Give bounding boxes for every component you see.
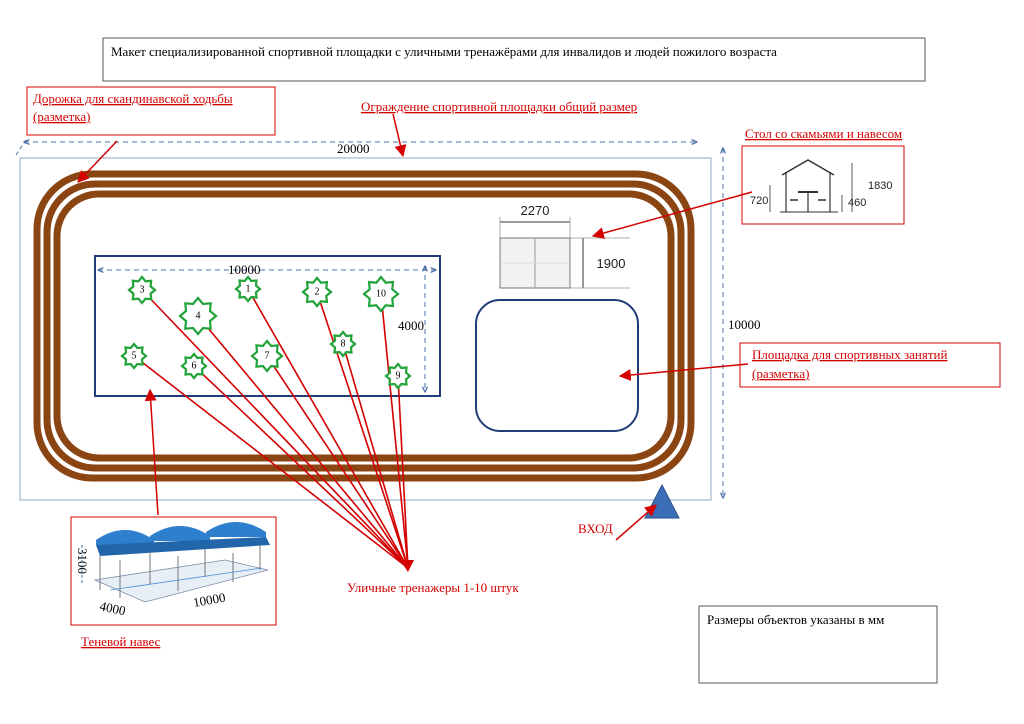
trainer-pointer-lines xyxy=(133,288,414,572)
trainer-number-5: 5 xyxy=(132,350,137,361)
zone-width-value: 10000 xyxy=(228,262,261,277)
table-depth-value: 1900 xyxy=(597,256,626,271)
trainer-number-10: 10 xyxy=(376,288,386,299)
page-title: Макет специализированной спортивной площ… xyxy=(111,44,777,59)
trainer-number-4: 4 xyxy=(196,310,201,321)
trainer-star-5 xyxy=(120,342,148,370)
entrance-label: ВХОД xyxy=(578,521,613,536)
trainer-number-8: 8 xyxy=(341,338,346,349)
title-box xyxy=(102,37,926,82)
sports-area xyxy=(475,299,639,432)
trainer-pointer-line-7 xyxy=(266,355,409,569)
table-inset-bench-height-value: 460 xyxy=(848,197,866,209)
trainer-number-2: 2 xyxy=(315,286,320,297)
table-label-arrow xyxy=(591,191,753,239)
trainer-pointer-line-2 xyxy=(316,291,409,569)
fence-label-arrow xyxy=(392,113,407,158)
table-width-value: 2270 xyxy=(521,203,550,218)
fence-corner-dash xyxy=(15,139,27,156)
sports-area-label-line1: Площадка для спортивных занятий xyxy=(752,347,947,362)
canopy-width-value: 4000 xyxy=(98,598,127,618)
trainer-pointer-line-10 xyxy=(380,293,409,569)
walking-path-arrow xyxy=(77,140,118,183)
trainer-star-3 xyxy=(127,275,157,305)
walking-path-label-line2: (разметка) xyxy=(33,109,90,124)
trainer-number-3: 3 xyxy=(140,284,145,295)
entrance-arrow xyxy=(615,504,657,541)
fence-height-value: 10000 xyxy=(728,317,761,332)
trainer-pointer-arrowhead xyxy=(400,560,414,572)
walking-path-label-box xyxy=(26,86,276,136)
sports-area-label-line2: (разметка) xyxy=(752,366,809,381)
shade-canopy-label: Теневой навес xyxy=(81,634,161,649)
trainer-number-6: 6 xyxy=(192,360,197,371)
sports-area-arrow xyxy=(618,363,749,381)
fence-width-value: 20000 xyxy=(337,141,370,156)
table-inset-box xyxy=(741,145,905,225)
trainer-star-10 xyxy=(362,275,400,313)
sports-area-label-box xyxy=(739,342,1001,388)
trainer-star-4 xyxy=(178,296,218,336)
trainer-star-7 xyxy=(250,339,284,373)
walking-path-label-line1: Дорожка для скандинавской ходьбы xyxy=(33,91,233,106)
shade-canopy-arrow xyxy=(144,388,159,516)
trainer-pointer-line-3 xyxy=(141,289,409,569)
trainer-pointer-line-1 xyxy=(247,288,409,569)
shade-canopy-illustration xyxy=(93,522,270,603)
units-note: Размеры объектов указаны в мм xyxy=(707,612,884,627)
trainer-star-9 xyxy=(384,362,412,390)
table-inset-height-value: 1830 xyxy=(868,180,892,192)
trainer-pointer-line-8 xyxy=(342,343,409,569)
trainers-label: Уличные тренажеры 1-10 штук xyxy=(347,580,519,595)
canopy-length-value: 10000 xyxy=(192,590,227,610)
trainer-pointer-line-5 xyxy=(133,355,409,569)
trainer-star-2 xyxy=(301,276,333,308)
trainer-star-8 xyxy=(329,330,357,358)
trainer-markers: 1 2 3 4 5 6 7 8 9 10 xyxy=(120,275,412,390)
trainer-pointer-line-9 xyxy=(397,375,409,569)
trainer-number-9: 9 xyxy=(396,370,401,381)
trainer-star-6 xyxy=(180,352,208,380)
trainer-star-1 xyxy=(234,275,262,303)
trainer-pointer-line-6 xyxy=(193,365,409,569)
table-benches-label: Стол со скамьями и навесом xyxy=(745,126,902,141)
units-note-box xyxy=(698,605,938,684)
fence-total-label: Ограждение спортивной площадки общий раз… xyxy=(361,99,637,114)
trainer-number-1: 1 xyxy=(246,283,251,294)
zone-height-value: 4000 xyxy=(398,318,424,333)
walking-track xyxy=(33,170,695,482)
table-inset-drawing xyxy=(769,159,853,213)
table-with-benches xyxy=(499,237,571,289)
table-inset-table-height-value: 720 xyxy=(750,195,768,207)
trainer-pointer-line-4 xyxy=(197,315,409,569)
trainer-number-7: 7 xyxy=(265,350,270,361)
